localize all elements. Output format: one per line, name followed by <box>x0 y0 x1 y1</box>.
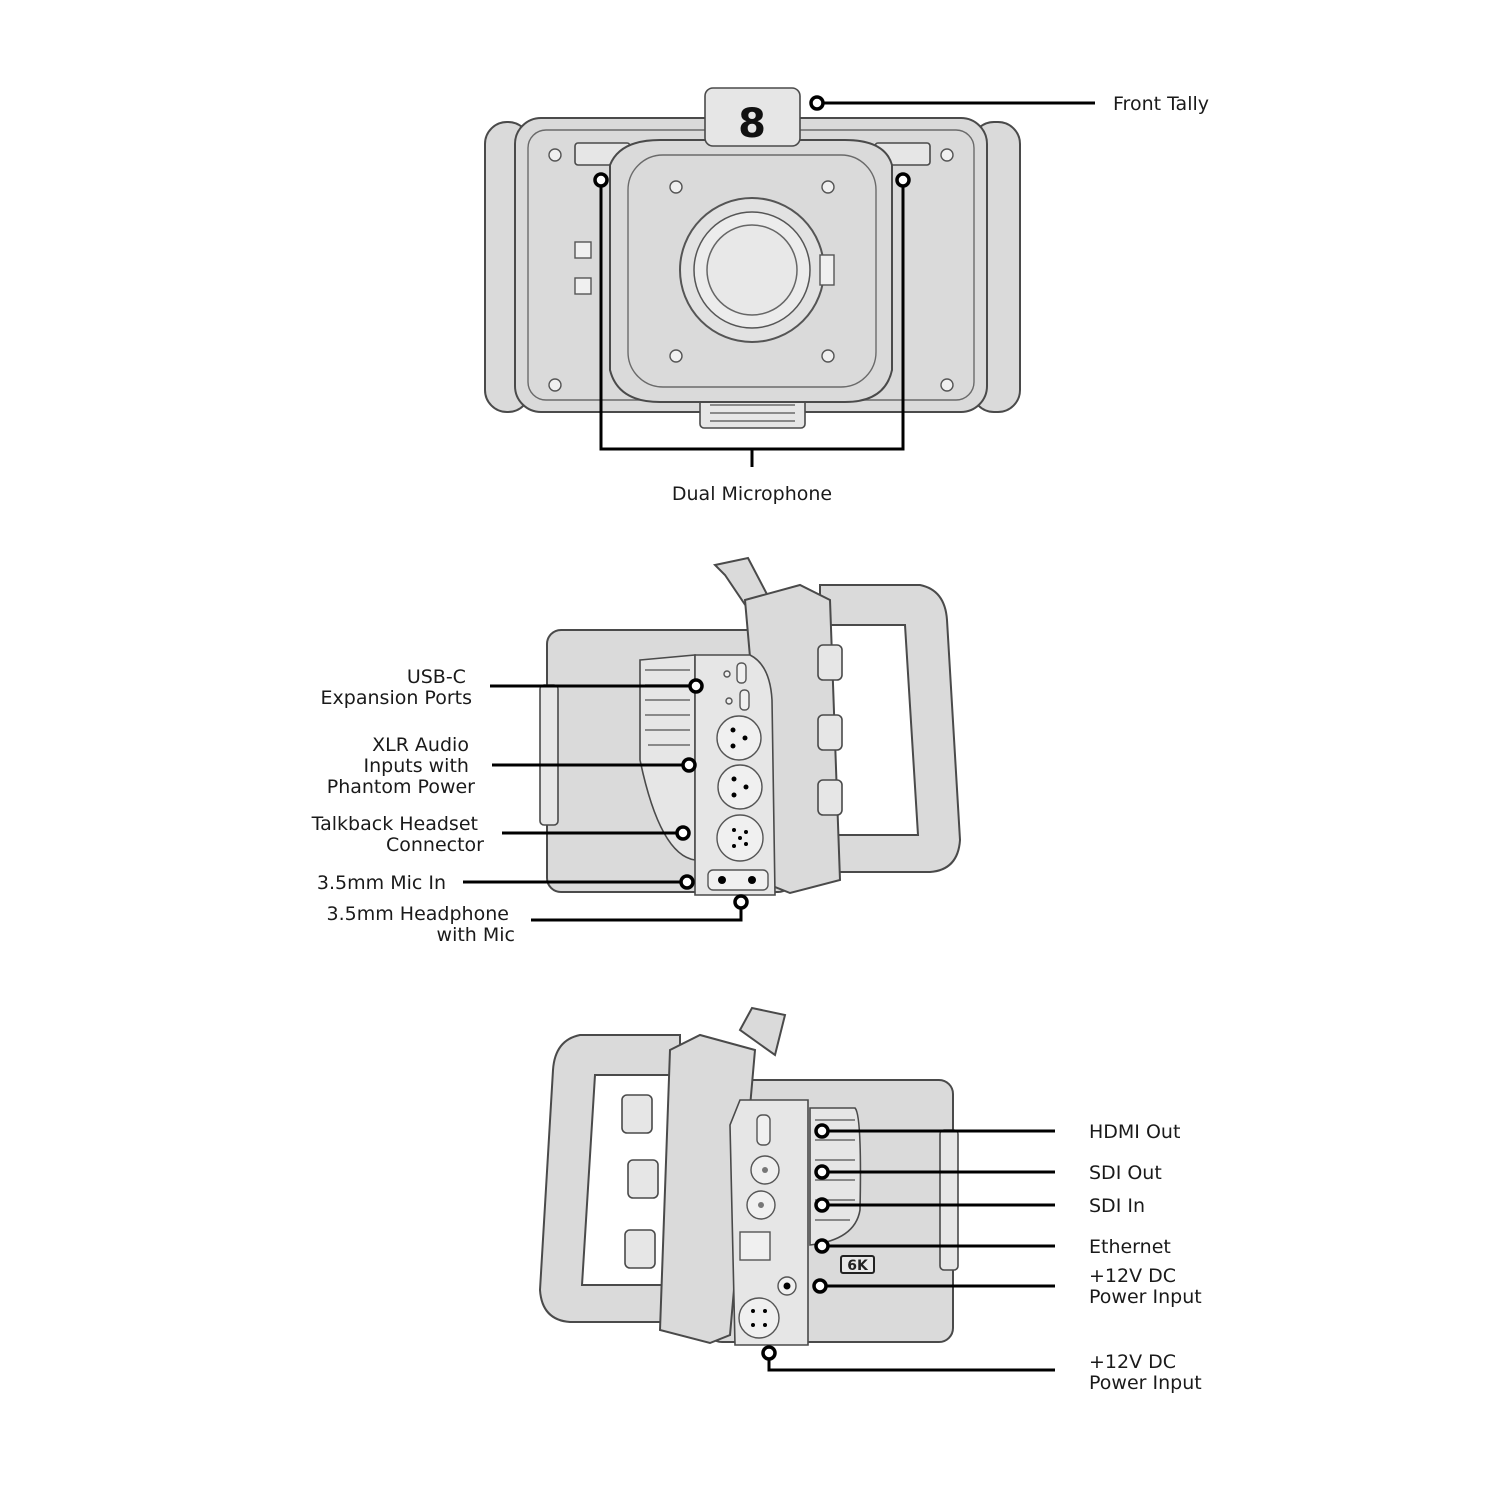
talkback-callout: Talkback Headset Connector <box>311 813 691 856</box>
headphone-label: 3.5mm Headphone with Mic <box>327 903 515 946</box>
callout-marker <box>812 1278 828 1294</box>
callout-marker <box>814 1197 830 1213</box>
ethernet-port <box>739 1231 771 1261</box>
callout-marker <box>895 172 911 188</box>
hdmi-out-callout: HDMI Out <box>814 1121 1180 1143</box>
sdi-out-callout: SDI Out <box>814 1162 1162 1184</box>
6k-badge-text: 6K <box>847 1258 869 1274</box>
6k-badge <box>840 1255 875 1274</box>
usb-c-ports <box>723 662 750 711</box>
mic-in-callout: 3.5mm Mic In <box>317 872 695 894</box>
front-tally-label: Front Tally <box>1113 93 1209 115</box>
sdi-out-label: SDI Out <box>1089 1162 1162 1184</box>
front-tally-callout: Front Tally <box>809 93 1209 115</box>
hdmi-out-label: HDMI Out <box>1089 1121 1180 1143</box>
callout-marker <box>814 1238 830 1254</box>
mic-in-label: 3.5mm Mic In <box>317 872 446 894</box>
side-handle <box>538 1034 681 1323</box>
dc-power-label-1: +12V DC Power Input <box>1089 1265 1202 1308</box>
talkback-connector <box>716 814 764 862</box>
sdi-in-label: SDI In <box>1089 1195 1145 1217</box>
usb-c-callout: USB-C Expansion Ports <box>321 666 704 709</box>
ethernet-label: Ethernet <box>1089 1236 1171 1258</box>
mini-jacks <box>707 869 769 891</box>
handle-knobs <box>621 1094 659 1269</box>
callout-marker <box>688 678 704 694</box>
xlr-power-port <box>738 1297 780 1339</box>
callout-marker <box>809 95 825 111</box>
handle-knobs <box>817 644 843 816</box>
lens-mount <box>679 197 835 343</box>
top-handle <box>738 1006 787 1057</box>
hdmi-port <box>756 1114 771 1146</box>
callout-marker <box>761 1345 777 1361</box>
tally-number: 8 <box>738 101 766 147</box>
ethernet-callout: Ethernet <box>814 1236 1171 1258</box>
xlr-callout: XLR Audio Inputs with Phantom Power <box>327 734 697 798</box>
callout-marker <box>814 1123 830 1139</box>
dc-power-callout-1: +12V DC Power Input <box>812 1265 1202 1308</box>
dual-microphone-callout: Dual Microphone <box>593 172 911 505</box>
callout-marker <box>679 874 695 890</box>
callout-marker <box>814 1164 830 1180</box>
callout-marker <box>593 172 609 188</box>
callout-marker <box>681 757 697 773</box>
camera-left-side-view <box>539 556 962 896</box>
dc-power-label-2: +12V DC Power Input <box>1089 1351 1202 1394</box>
talkback-label: Talkback Headset Connector <box>311 813 485 856</box>
xlr-inputs <box>716 715 763 810</box>
callout-marker <box>675 825 691 841</box>
dc-power-callout-2: +12V DC Power Input <box>761 1345 1202 1394</box>
headphone-callout: 3.5mm Headphone with Mic <box>327 894 749 946</box>
side-panel <box>658 1033 757 1345</box>
camera-front-view: 8 <box>484 87 1021 429</box>
tally-light <box>704 87 801 147</box>
sdi-in-callout: SDI In <box>814 1195 1145 1217</box>
usb-c-label: USB-C Expansion Ports <box>321 666 472 709</box>
callout-marker <box>733 894 749 910</box>
xlr-label: XLR Audio Inputs with Phantom Power <box>327 734 475 798</box>
camera-right-side-view: 6K <box>538 1006 959 1346</box>
dual-microphone-label: Dual Microphone <box>672 483 832 505</box>
